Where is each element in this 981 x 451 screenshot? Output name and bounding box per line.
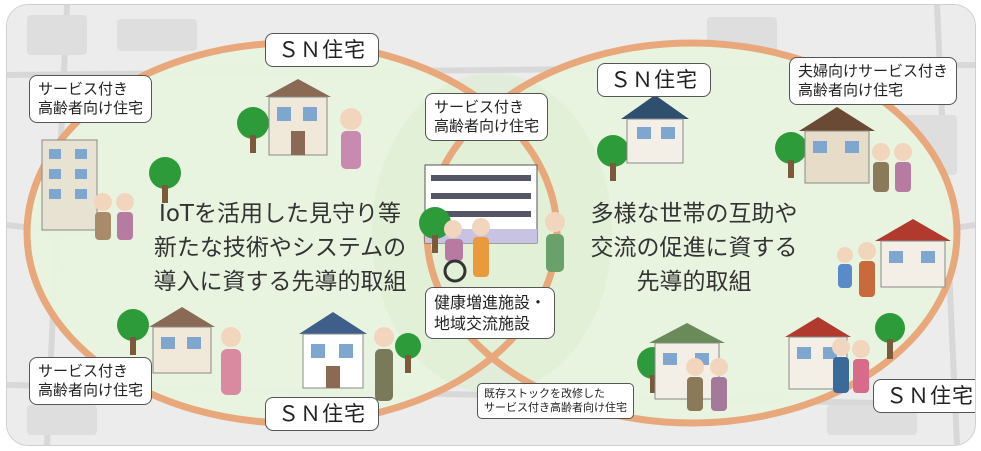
tree-icon [419, 207, 451, 253]
health-facility-label: 健康増進施設・ 地域交流施設 [425, 287, 556, 339]
label-line: 高齢者向け住宅 [38, 99, 144, 117]
wheelchair-caregiver-icon [443, 218, 490, 283]
elderly-couple-icon [872, 143, 912, 192]
label-line: サービス付き [38, 362, 129, 380]
elderly-couple-icon [94, 193, 134, 240]
apartment-building-icon [41, 139, 98, 231]
left-zone-line-3: 導入に資する先導的取組 [153, 269, 407, 295]
label-line: 高齢者向け住宅 [798, 81, 904, 99]
parent-child-icon [832, 338, 870, 393]
tree-icon [597, 135, 629, 181]
tree-icon [237, 107, 269, 153]
elderly-couple-icon [686, 358, 728, 411]
label-line: サービス付き [434, 98, 525, 116]
label-line: 既存ストックを改修した [484, 387, 605, 400]
house-icon [149, 307, 215, 374]
tree-icon [149, 157, 181, 203]
right-zone-line-1: 多様な世帯の互助や [590, 201, 798, 227]
label-line: サービス付き [38, 80, 129, 98]
sn-housing-label: ＳＮ住宅 [265, 397, 379, 431]
service-housing-label: サービス付き 高齢者向け住宅 [425, 93, 549, 141]
label-line: 高齢者向け住宅 [434, 117, 540, 135]
left-zone-caption: IoTを活用した見守り等 新たな技術やシステムの 導入に資する先導的取組 [135, 197, 425, 299]
exercising-elderly-icon [221, 327, 241, 395]
label-line: 高齢者向け住宅 [38, 381, 144, 399]
tree-icon [395, 333, 421, 373]
label-line: 夫婦向けサービス付き [798, 62, 949, 80]
renovated-stock-label: 既存ストックを改修した サービス付き高齢者向け住宅 [477, 383, 634, 419]
tree-icon [775, 132, 807, 178]
service-housing-label: サービス付き 高齢者向け住宅 [29, 357, 153, 405]
grandparent-child-icon [837, 242, 876, 297]
right-zone-line-2: 交流の促進に資する [590, 235, 798, 261]
elderly-man-icon [374, 327, 394, 401]
label-line: サービス付き高齢者向け住宅 [484, 401, 627, 414]
house-icon [265, 79, 331, 156]
service-housing-label: サービス付き 高齢者向け住宅 [29, 75, 153, 123]
couple-service-housing-label: 夫婦向けサービス付き 高齢者向け住宅 [789, 57, 958, 105]
sn-housing-label: ＳＮ住宅 [597, 63, 711, 97]
house-icon [299, 312, 367, 389]
tree-icon [117, 309, 149, 355]
right-zone-line-3: 先導的取組 [636, 269, 752, 295]
left-zone-line-2: 新たな技術やシステムの [153, 235, 407, 261]
sn-housing-label: ＳＮ住宅 [873, 379, 975, 413]
diagram-frame: IoTを活用した見守り等 新たな技術やシステムの 導入に資する先導的取組 多様な… [6, 4, 976, 446]
tree-icon [875, 313, 905, 359]
sn-housing-label: ＳＮ住宅 [265, 33, 379, 67]
right-zone-caption: 多様な世帯の互助や 交流の促進に資する 先導的取組 [579, 197, 809, 299]
house-icon [799, 107, 875, 184]
left-zone-line-1: IoTを活用した見守り等 [159, 201, 401, 227]
elderly-woman-icon [340, 108, 362, 169]
label-line: 地域交流施設 [434, 314, 531, 333]
house-icon [621, 95, 689, 164]
house-icon [875, 219, 951, 288]
label-line: 健康増進施設・ [434, 293, 547, 312]
walking-elderly-icon [545, 212, 565, 272]
